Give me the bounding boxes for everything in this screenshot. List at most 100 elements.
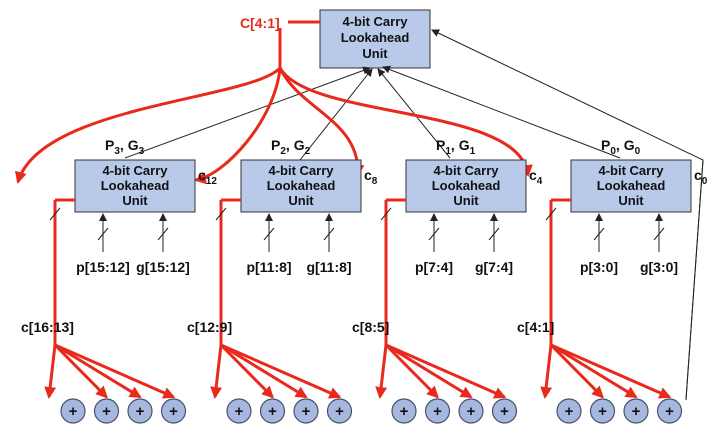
unit-2-c-out-label: c[8:5] (352, 319, 389, 335)
unit-2-g-label: g[7:4] (475, 259, 513, 275)
adder-symbol: + (400, 403, 409, 420)
adder-7: + (326, 398, 353, 424)
bus-slash (488, 227, 500, 241)
pg-p: P (271, 137, 280, 153)
unit-2-line2: Lookahead (432, 178, 501, 193)
pg-g-index: 3 (139, 146, 145, 157)
unit-3-c-out-label: c[4:1] (517, 319, 554, 335)
bus-slash (215, 207, 227, 221)
top-unit-line2: Lookahead (341, 30, 410, 45)
pg-p: P (436, 137, 445, 153)
unit-2-carry-in: c4 (529, 167, 543, 187)
adder-15: + (656, 398, 683, 424)
adder-symbol: + (169, 403, 178, 420)
pg-wire-2 (299, 68, 373, 161)
pg-sep: , (120, 137, 128, 153)
bus-slash (323, 227, 335, 241)
unit-2-line3: Unit (453, 193, 479, 208)
bus-slash (263, 227, 275, 241)
adder-10: + (458, 398, 484, 424)
unit-3-line3: Unit (618, 193, 644, 208)
pg-g: G (128, 137, 139, 153)
pg-p-index: 2 (280, 146, 286, 157)
bus-slash (49, 207, 61, 221)
unit-0-line2: Lookahead (101, 178, 170, 193)
pg-g-index: 2 (305, 146, 311, 157)
carry-fanout-line (384, 343, 439, 399)
top-carry-lookahead-unit: 4-bit Carry Lookahead Unit (319, 9, 431, 69)
unit-0-line1: 4-bit Carry (102, 163, 168, 178)
pg-p-index: 1 (445, 146, 451, 157)
pg-p-index: 0 (610, 146, 616, 157)
adder-0: + (60, 398, 86, 424)
adder-symbol: + (665, 403, 674, 420)
adder-12: + (556, 398, 582, 424)
carry-fanout-line (549, 343, 604, 399)
unit-1-line1: 4-bit Carry (268, 163, 334, 178)
pg-g-index: 0 (635, 146, 641, 157)
unit-0-p-label: p[15:12] (76, 259, 130, 275)
unit-2-p-label: p[7:4] (415, 259, 453, 275)
adder-symbol: + (500, 403, 509, 420)
adders: ++++++++++++++++ (44, 159, 704, 424)
adder-13: + (589, 398, 616, 424)
adder-symbol: + (598, 403, 607, 420)
carry-fanout-line (550, 343, 672, 399)
unit-1-carry-in: c8 (364, 167, 378, 187)
pg-sep: , (286, 137, 294, 153)
top-unit-line1: 4-bit Carry (342, 14, 408, 29)
unit-2-line1: 4-bit Carry (433, 163, 499, 178)
adder-1: + (93, 398, 120, 424)
carry-fanout-line (220, 343, 342, 399)
pg-wire-3 (124, 66, 371, 159)
carry-fanout-line (540, 344, 553, 399)
adder-symbol: + (467, 403, 476, 420)
unit-1-g-label: g[11:8] (306, 259, 351, 275)
carry-fanout-line (54, 343, 176, 399)
adder-6: + (293, 398, 319, 424)
unit-3-carry-in: c0 (694, 167, 708, 187)
adder-2: + (127, 398, 153, 424)
adder-5: + (259, 398, 286, 424)
pg-sep: , (616, 137, 624, 153)
unit-3-pg-label: P0, G0 (601, 137, 641, 157)
unit-1-line3: Unit (288, 193, 314, 208)
pg-g-index: 1 (470, 146, 476, 157)
unit-1-c-out-label: c[12:9] (187, 319, 232, 335)
adder-symbol: + (69, 403, 78, 420)
adder-symbol: + (632, 403, 641, 420)
unit-3-line2: Lookahead (597, 178, 666, 193)
adder-9: + (424, 398, 451, 424)
bus-slash (593, 227, 605, 241)
pg-p: P (601, 137, 610, 153)
c0-wire (685, 159, 704, 400)
pg-wires (124, 29, 704, 401)
carry-fanout-line (53, 343, 108, 399)
pg-g: G (459, 137, 470, 153)
top-carry-label: C[4:1] (240, 15, 280, 31)
adder-symbol: + (433, 403, 442, 420)
adder-symbol: + (136, 403, 145, 420)
adder-symbol: + (102, 403, 111, 420)
unit-3-line1: 4-bit Carry (598, 163, 664, 178)
unit-1-pg-label: P2, G2 (271, 137, 311, 157)
unit-2-pg-label: P1, G1 (436, 137, 476, 157)
carry-fanout-line (44, 344, 57, 399)
adder-symbol: + (565, 403, 574, 420)
top-unit-line3: Unit (362, 46, 388, 61)
unit-1-line2: Lookahead (267, 178, 336, 193)
carry-fanout-line (375, 344, 388, 399)
pg-wire-1 (377, 68, 451, 159)
bus-slash (653, 227, 665, 241)
unit-0-carry-in: c12 (198, 167, 217, 187)
adder-symbol: + (302, 403, 311, 420)
carry-fanout-line (54, 343, 142, 399)
unit-3-p-label: p[3:0] (580, 259, 618, 275)
bus-slash (545, 207, 557, 221)
